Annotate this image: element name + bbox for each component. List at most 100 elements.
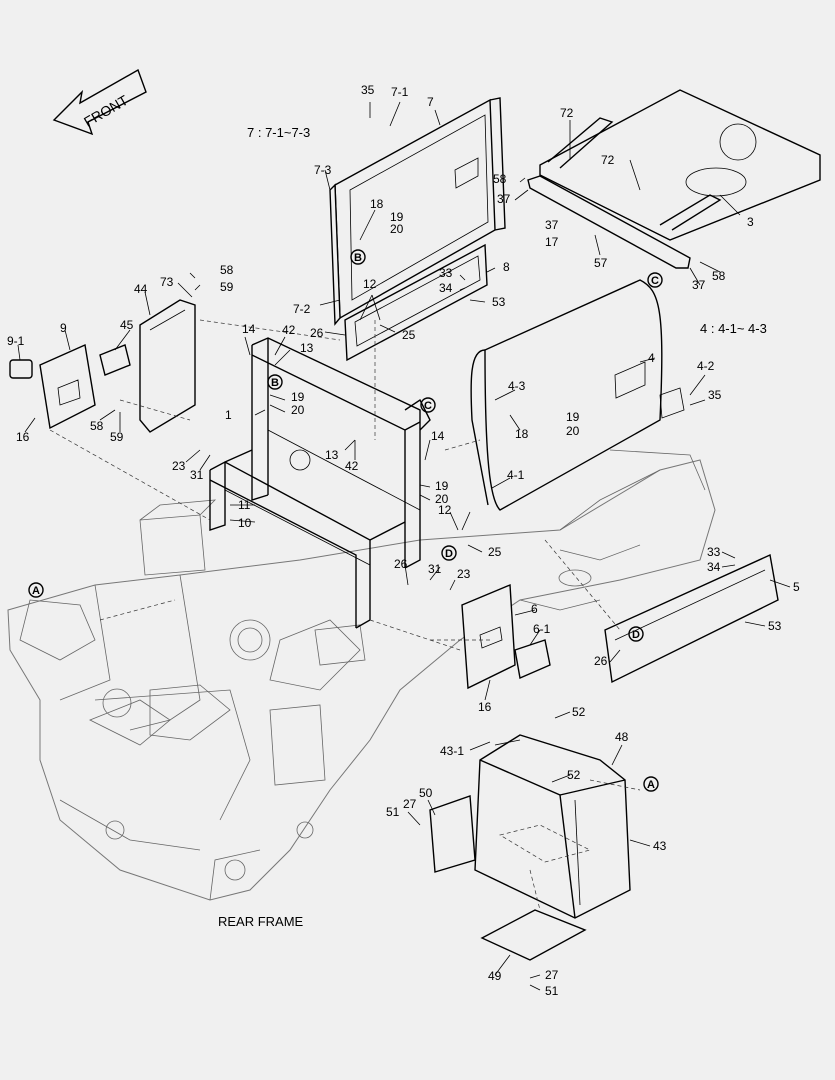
- assembly-4-note: 4 : 4-1~ 4-3: [700, 321, 767, 336]
- callout-4: 4: [648, 351, 655, 365]
- callout-8: 8: [503, 260, 510, 274]
- callout-48: 48: [615, 730, 629, 744]
- callout-58-left: 58: [90, 419, 104, 433]
- callout-20-center: 20: [435, 492, 449, 506]
- callout-5: 5: [793, 580, 800, 594]
- part-7-door: [329, 97, 506, 326]
- callout-73: 73: [160, 275, 174, 289]
- callout-31-left: 31: [190, 468, 204, 482]
- svg-text:D: D: [632, 629, 640, 641]
- part-6-panel: [461, 583, 551, 690]
- callout-52-mid: 52: [567, 768, 581, 782]
- callout-20-top: 20: [390, 222, 404, 236]
- callout-26-top: 26: [310, 326, 324, 340]
- assembly-7-note: 7 : 7-1~7-3: [247, 125, 310, 140]
- callout-31-center: 31: [428, 562, 442, 576]
- callout-37-top: 37: [497, 192, 511, 206]
- callout-13-center: 13: [325, 448, 339, 462]
- callout-43: 43: [653, 839, 667, 853]
- callout-49: 49: [488, 969, 502, 983]
- callout-19-right: 19: [566, 410, 580, 424]
- ref-circle-c-lower: C: [420, 397, 436, 413]
- ref-circle-b-lower: B: [267, 374, 283, 390]
- part-1-frame: [209, 337, 431, 629]
- callout-16-left: 16: [16, 430, 30, 444]
- svg-text:D: D: [445, 548, 453, 560]
- callout-3: 3: [747, 215, 754, 229]
- callout-33-right: 33: [707, 545, 721, 559]
- callout-7-1: 7-1: [391, 85, 409, 99]
- part-43-box: [429, 734, 631, 919]
- callout-37-right: 37: [692, 278, 706, 292]
- callout-4-3: 4-3: [508, 379, 526, 393]
- callout-27-bottom: 27: [545, 968, 559, 982]
- part-8-panel: [344, 243, 488, 362]
- ref-circle-a-right: A: [643, 776, 659, 792]
- callout-26-right: 26: [594, 654, 608, 668]
- callout-51-mid: 51: [386, 805, 400, 819]
- callout-52-top: 52: [572, 705, 586, 719]
- svg-text:A: A: [647, 779, 655, 791]
- callout-16-center: 16: [478, 700, 492, 714]
- callout-9-1: 9-1: [7, 334, 25, 348]
- callout-51-bottom: 51: [545, 984, 559, 998]
- callout-50: 50: [419, 786, 433, 800]
- callout-35-right: 35: [708, 388, 722, 402]
- part-3-top-cover: [539, 89, 821, 241]
- callout-44: 44: [134, 282, 148, 296]
- callout-13-top: 13: [300, 341, 314, 355]
- callout-58-top: 58: [493, 172, 507, 186]
- callout-19-top: 19: [390, 210, 404, 224]
- callout-72-left: 72: [560, 106, 574, 120]
- callout-34-top: 34: [439, 281, 453, 295]
- callout-53-top: 53: [492, 295, 506, 309]
- callout-12-center: 12: [438, 503, 452, 517]
- callout-1: 1: [225, 408, 232, 422]
- callout-labels: 35 7-1 7 72 72 7-3 58 37 18 19 20 37 17 …: [7, 83, 800, 998]
- callout-20-right: 20: [566, 424, 580, 438]
- callout-18-top: 18: [370, 197, 384, 211]
- callout-58-left-top: 58: [220, 263, 234, 277]
- ref-circle-d-center: D: [441, 545, 457, 561]
- callout-42-top: 42: [282, 323, 296, 337]
- part-49-plate: [480, 909, 587, 961]
- callout-43-1: 43-1: [440, 744, 464, 758]
- callout-37-mid: 37: [545, 218, 559, 232]
- callout-9: 9: [60, 321, 67, 335]
- callout-17: 17: [545, 235, 559, 249]
- callout-26-center: 26: [394, 557, 408, 571]
- callout-6: 6: [531, 602, 538, 616]
- callout-6-1: 6-1: [533, 622, 551, 636]
- callout-12-top: 12: [363, 277, 377, 291]
- svg-text:B: B: [354, 252, 362, 264]
- callout-4-2: 4-2: [697, 359, 715, 373]
- svg-text:C: C: [651, 275, 659, 287]
- ref-circle-a-left: A: [28, 582, 44, 598]
- callout-7: 7: [427, 95, 434, 109]
- callout-19-center: 19: [435, 479, 449, 493]
- callout-59-left: 59: [110, 430, 124, 444]
- callout-23-center: 23: [457, 567, 471, 581]
- ref-circle-d-right: D: [628, 626, 644, 642]
- part-57-bracket: [527, 175, 691, 269]
- callout-11: 11: [238, 498, 251, 512]
- callout-14-left: 14: [242, 322, 256, 336]
- ref-circle-b-upper: B: [350, 249, 366, 265]
- callout-4-1: 4-1: [507, 468, 525, 482]
- callout-10: 10: [238, 516, 252, 530]
- leader-lines: [17, 101, 791, 991]
- callout-53-right: 53: [768, 619, 782, 633]
- callout-27-mid: 27: [403, 797, 417, 811]
- callout-45: 45: [120, 318, 134, 332]
- callout-14-center: 14: [431, 429, 445, 443]
- part-44-panel: [139, 299, 196, 433]
- ref-circle-c-upper: C: [647, 272, 663, 288]
- front-arrow: FRONT: [52, 68, 147, 136]
- rear-frame-label: REAR FRAME: [218, 914, 304, 929]
- callout-7-3: 7-3: [314, 163, 332, 177]
- callout-23-left: 23: [172, 459, 186, 473]
- ref-circles: A A B B C C D D: [28, 249, 663, 792]
- callout-19-left: 19: [291, 390, 305, 404]
